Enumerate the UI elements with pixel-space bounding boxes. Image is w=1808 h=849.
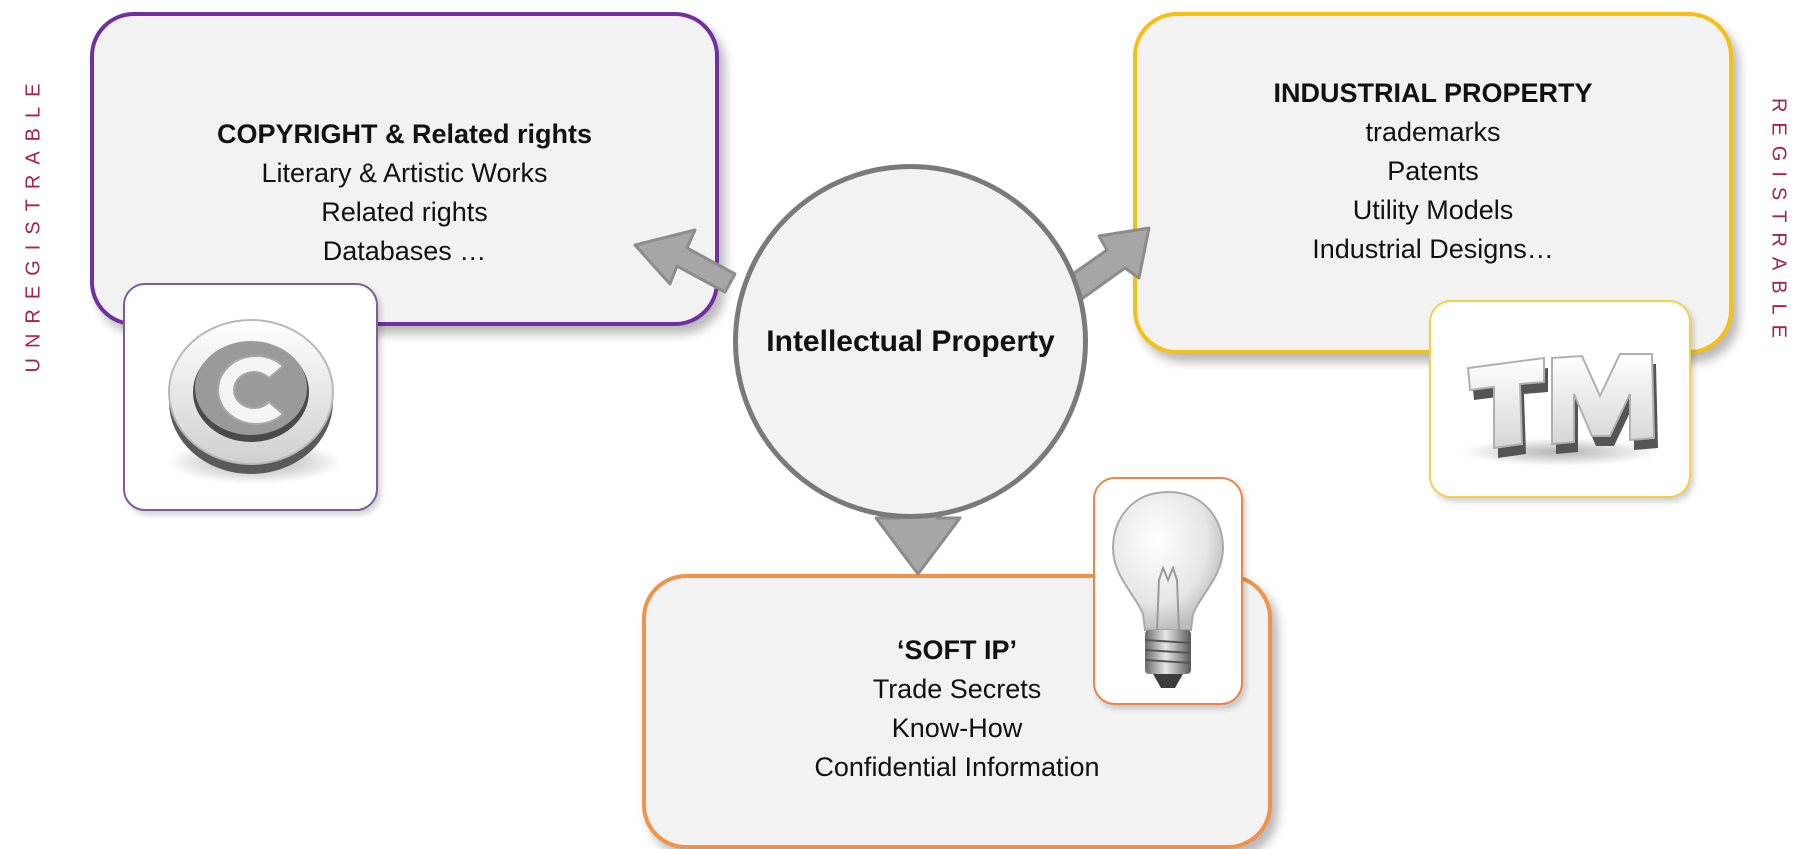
trademark-symbol-icon [1460,353,1660,466]
copyright-heading: COPYRIGHT & Related rights [216,119,593,149]
industrial-property-box: INDUSTRIAL PROPERTY trademarks Patents U… [1133,12,1733,354]
trademark-icon-card [1429,300,1691,498]
copyright-box: COPYRIGHT & Related rights Literary & Ar… [90,12,719,326]
soft-ip-item: Confidential Information [814,752,1100,782]
light-bulb-icon [1111,490,1225,688]
industrial-property-item: trademarks [1365,117,1501,147]
registrable-label: REGISTRABLE [1767,97,1790,349]
industrial-property-item: Utility Models [1352,195,1514,225]
light-bulb-icon-card [1093,477,1243,705]
industrial-property-item: Patents [1387,156,1479,186]
copyright-item: Literary & Artistic Works [261,158,548,188]
intellectual-property-circle: Intellectual Property [733,164,1088,519]
copyright-item: Databases … [322,236,487,266]
copyright-item: Related rights [321,197,488,227]
copyright-icon-card [123,283,378,511]
arrow-to-industrial-icon [1065,226,1151,300]
unregistrable-label: UNREGISTRABLE [22,73,45,373]
soft-ip-item: Trade Secrets [872,674,1042,704]
copyright-symbol-icon [166,319,343,484]
center-title: Intellectual Property [766,324,1055,358]
soft-ip-item: Know-How [891,713,1023,743]
soft-ip-heading: ‘SOFT IP’ [896,635,1017,665]
arrow-to-copyright-icon [633,228,737,294]
industrial-property-item: Industrial Designs… [1312,234,1554,264]
industrial-property-heading: INDUSTRIAL PROPERTY [1273,78,1593,108]
